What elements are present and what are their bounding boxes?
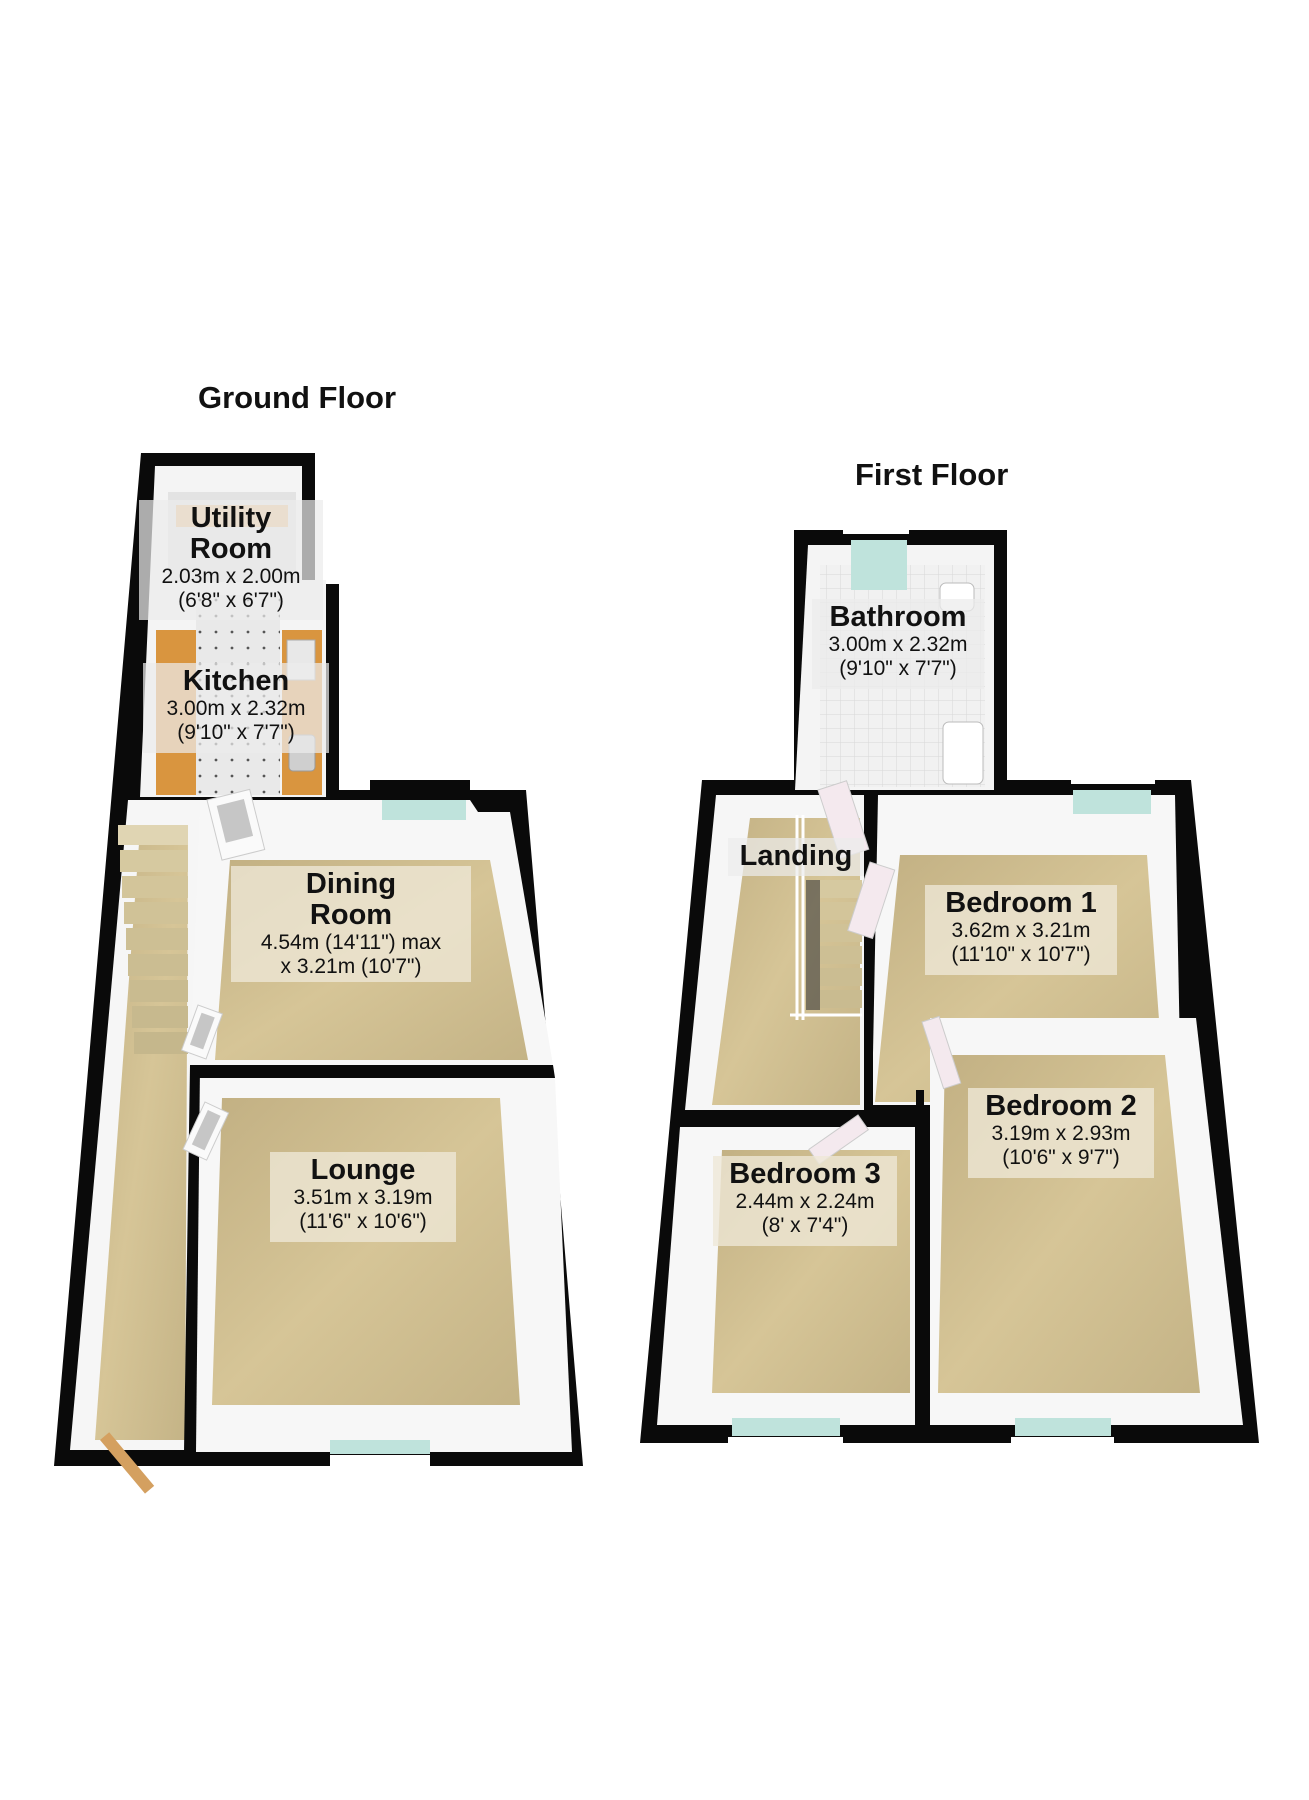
room-label-bedroom-2: Bedroom 2 3.19m x 2.93m (10'6" x 9'7") [968, 1088, 1154, 1178]
room-label-bedroom-3: Bedroom 3 2.44m x 2.24m (8' x 7'4") [713, 1156, 897, 1246]
room-dimensions-imperial: (10'6" x 9'7") [1002, 1146, 1120, 1169]
room-dimensions-line2: x 3.21m (10'7") [280, 955, 422, 978]
kitchen-door [206, 788, 266, 861]
bedroom-1-window [1073, 790, 1151, 814]
bedroom-2-3-divider [916, 1090, 924, 1440]
dining-room-window [382, 800, 466, 820]
lounge-window [330, 1440, 430, 1454]
room-name: Dining [305, 868, 397, 900]
landing-staircase [806, 880, 862, 1010]
bathtub [942, 721, 984, 785]
room-dimensions-metric: 3.51m x 3.19m [293, 1186, 433, 1209]
room-label-kitchen: Kitchen 3.00m x 2.32m (9'10" x 7'7") [143, 663, 329, 753]
room-name: Bedroom 2 [985, 1090, 1137, 1122]
room-dimensions-imperial: (11'10" x 10'7") [951, 943, 1091, 966]
room-label-utility: Utility Room 2.03m x 2.00m (6'8" x 6'7") [139, 500, 323, 620]
hallway-inner-wall [184, 1065, 200, 1452]
room-name: Landing [739, 840, 853, 872]
room-dimensions-imperial: (8' x 7'4") [761, 1214, 849, 1237]
room-dimensions-metric: 3.19m x 2.93m [991, 1122, 1131, 1145]
room-dimensions-imperial: (9'10" x 7'7") [177, 721, 295, 744]
bathroom-window [851, 540, 907, 590]
room-label-bathroom: Bathroom 3.00m x 2.32m (9'10" x 7'7") [812, 599, 984, 689]
room-dimensions-metric: 3.00m x 2.32m [828, 633, 968, 656]
front-door [100, 1432, 155, 1494]
room-dimensions-line1: 4.54m (14'11") max [260, 931, 442, 954]
room-label-bedroom-1: Bedroom 1 3.62m x 3.21m (11'10" x 10'7") [925, 885, 1117, 975]
room-dimensions-imperial: (6'8" x 6'7") [178, 589, 284, 612]
lounge-door [182, 1101, 230, 1161]
bedroom-2-door [921, 1015, 962, 1090]
bedroom-3-top-wall [680, 1118, 885, 1127]
room-dimensions-imperial: (9'10" x 7'7") [839, 657, 957, 680]
room-label-dining-room: Dining Room 4.54m (14'11") max x 3.21m (… [231, 866, 471, 982]
first-floor-title: First Floor [855, 457, 1009, 492]
room-name: Bathroom [829, 601, 967, 633]
room-dimensions-imperial: (11'6" x 10'6") [299, 1210, 427, 1233]
bedroom-2-window [1015, 1418, 1111, 1436]
ground-floor-title: Ground Floor [198, 380, 397, 415]
room-name: Kitchen [182, 665, 290, 697]
room-name: Lounge [310, 1154, 416, 1186]
dining-room-door [180, 1004, 224, 1060]
room-dimensions-metric: 3.62m x 3.21m [951, 919, 1091, 942]
bedroom-1-left-wall [864, 860, 873, 1118]
room-name: Room [309, 899, 393, 931]
bedroom-3-window [732, 1418, 840, 1436]
room-name: Bedroom 3 [729, 1158, 881, 1190]
staircase [118, 825, 188, 1054]
room-dimensions-metric: 2.44m x 2.24m [735, 1190, 875, 1213]
bedroom-1-door [847, 861, 896, 940]
dining-lounge-divider [190, 1065, 555, 1078]
room-name: Bedroom 1 [945, 887, 1097, 919]
room-label-landing: Landing [728, 838, 864, 876]
room-name: Utility [190, 502, 272, 534]
room-label-lounge: Lounge 3.51m x 3.19m (11'6" x 10'6") [270, 1152, 456, 1242]
room-name: Room [189, 533, 273, 565]
lounge-floor [212, 1098, 520, 1405]
room-dimensions-metric: 3.00m x 2.32m [166, 697, 306, 720]
room-dimensions-metric: 2.03m x 2.00m [161, 565, 301, 588]
